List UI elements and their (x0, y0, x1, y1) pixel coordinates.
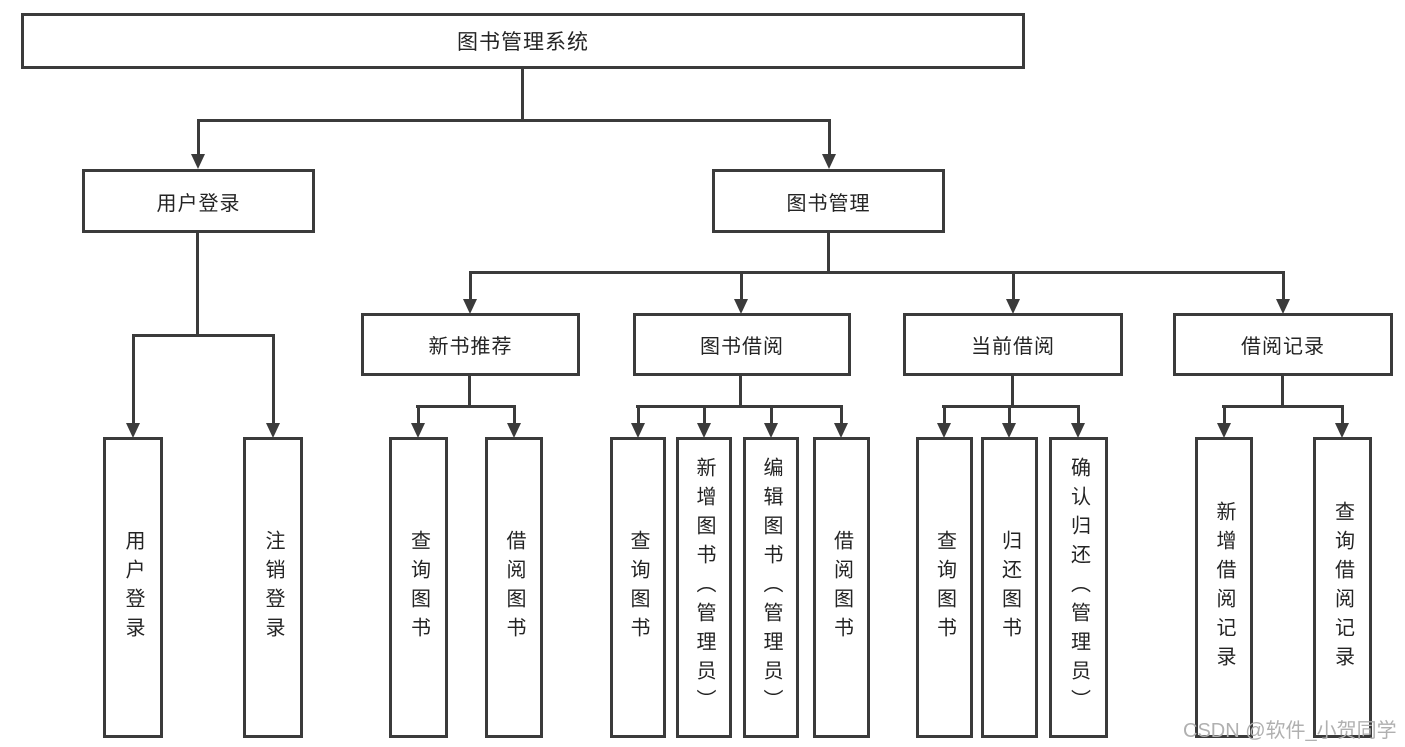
leaf-borrow-book-recommend: 借阅图书 (485, 437, 543, 738)
connector-level3-bar (469, 271, 1285, 274)
connector-book-mgmt-drop (827, 232, 830, 273)
node-new-book-recommend: 新书推荐 (361, 313, 580, 376)
connector-borrow-bar (636, 405, 843, 408)
arrow-records-leaf-1 (1217, 405, 1232, 438)
arrow-borrow-leaf-4 (834, 405, 849, 438)
arrow-to-leaf-user-login (126, 334, 141, 438)
node-current-borrow: 当前借阅 (903, 313, 1123, 376)
arrow-borrow-leaf-1 (631, 405, 646, 438)
node-borrow-records: 借阅记录 (1173, 313, 1393, 376)
leaf-add-book-admin: 新增图书（管理员） (676, 437, 732, 738)
connector-recommend-drop (468, 374, 471, 407)
connector-current-bar (942, 405, 1080, 408)
connector-records-drop (1281, 374, 1284, 407)
arrow-recommend-leaf-1 (411, 405, 426, 438)
arrow-borrow-leaf-3 (764, 405, 779, 438)
arrow-to-new-book-recommend (463, 271, 478, 314)
leaf-user-login: 用户登录 (103, 437, 163, 738)
connector-user-login-drop (196, 232, 199, 336)
leaf-query-book-current: 查询图书 (916, 437, 973, 738)
leaf-logout: 注销登录 (243, 437, 303, 738)
connector-records-bar (1222, 405, 1344, 408)
connector-borrow-drop (739, 374, 742, 407)
connector-current-drop (1011, 374, 1014, 407)
connector-user-login-bar (132, 334, 275, 337)
leaf-query-book-recommend: 查询图书 (389, 437, 448, 738)
arrow-current-leaf-1 (937, 405, 952, 438)
arrow-records-leaf-2 (1335, 405, 1350, 438)
node-book-borrow: 图书借阅 (633, 313, 851, 376)
leaf-edit-book-admin: 编辑图书（管理员） (743, 437, 799, 738)
leaf-query-borrow-record: 查询借阅记录 (1313, 437, 1372, 738)
arrow-to-borrow-records (1276, 271, 1291, 314)
connector-recommend-bar (416, 405, 516, 408)
arrow-to-book-management (822, 119, 837, 169)
arrow-to-user-login (191, 119, 206, 169)
arrow-borrow-leaf-2 (697, 405, 712, 438)
node-root-library-system: 图书管理系统 (21, 13, 1025, 69)
arrow-to-leaf-logout (266, 334, 281, 438)
node-book-management: 图书管理 (712, 169, 945, 233)
arrow-recommend-leaf-2 (507, 405, 522, 438)
csdn-watermark: CSDN @软件_小贺同学 (1183, 720, 1397, 742)
leaf-borrow-book: 借阅图书 (813, 437, 870, 738)
connector-level2-bar (197, 119, 831, 122)
arrow-current-leaf-2 (1002, 405, 1017, 438)
node-user-login: 用户登录 (82, 169, 315, 233)
arrow-current-leaf-3 (1071, 405, 1086, 438)
leaf-return-book: 归还图书 (981, 437, 1038, 738)
arrow-to-current-borrow (1006, 271, 1021, 314)
leaf-query-book-borrow: 查询图书 (610, 437, 666, 738)
leaf-add-borrow-record: 新增借阅记录 (1195, 437, 1253, 738)
leaf-confirm-return-admin: 确认归还（管理员） (1049, 437, 1108, 738)
arrow-to-book-borrow (734, 271, 749, 314)
connector-root-drop (521, 69, 524, 121)
